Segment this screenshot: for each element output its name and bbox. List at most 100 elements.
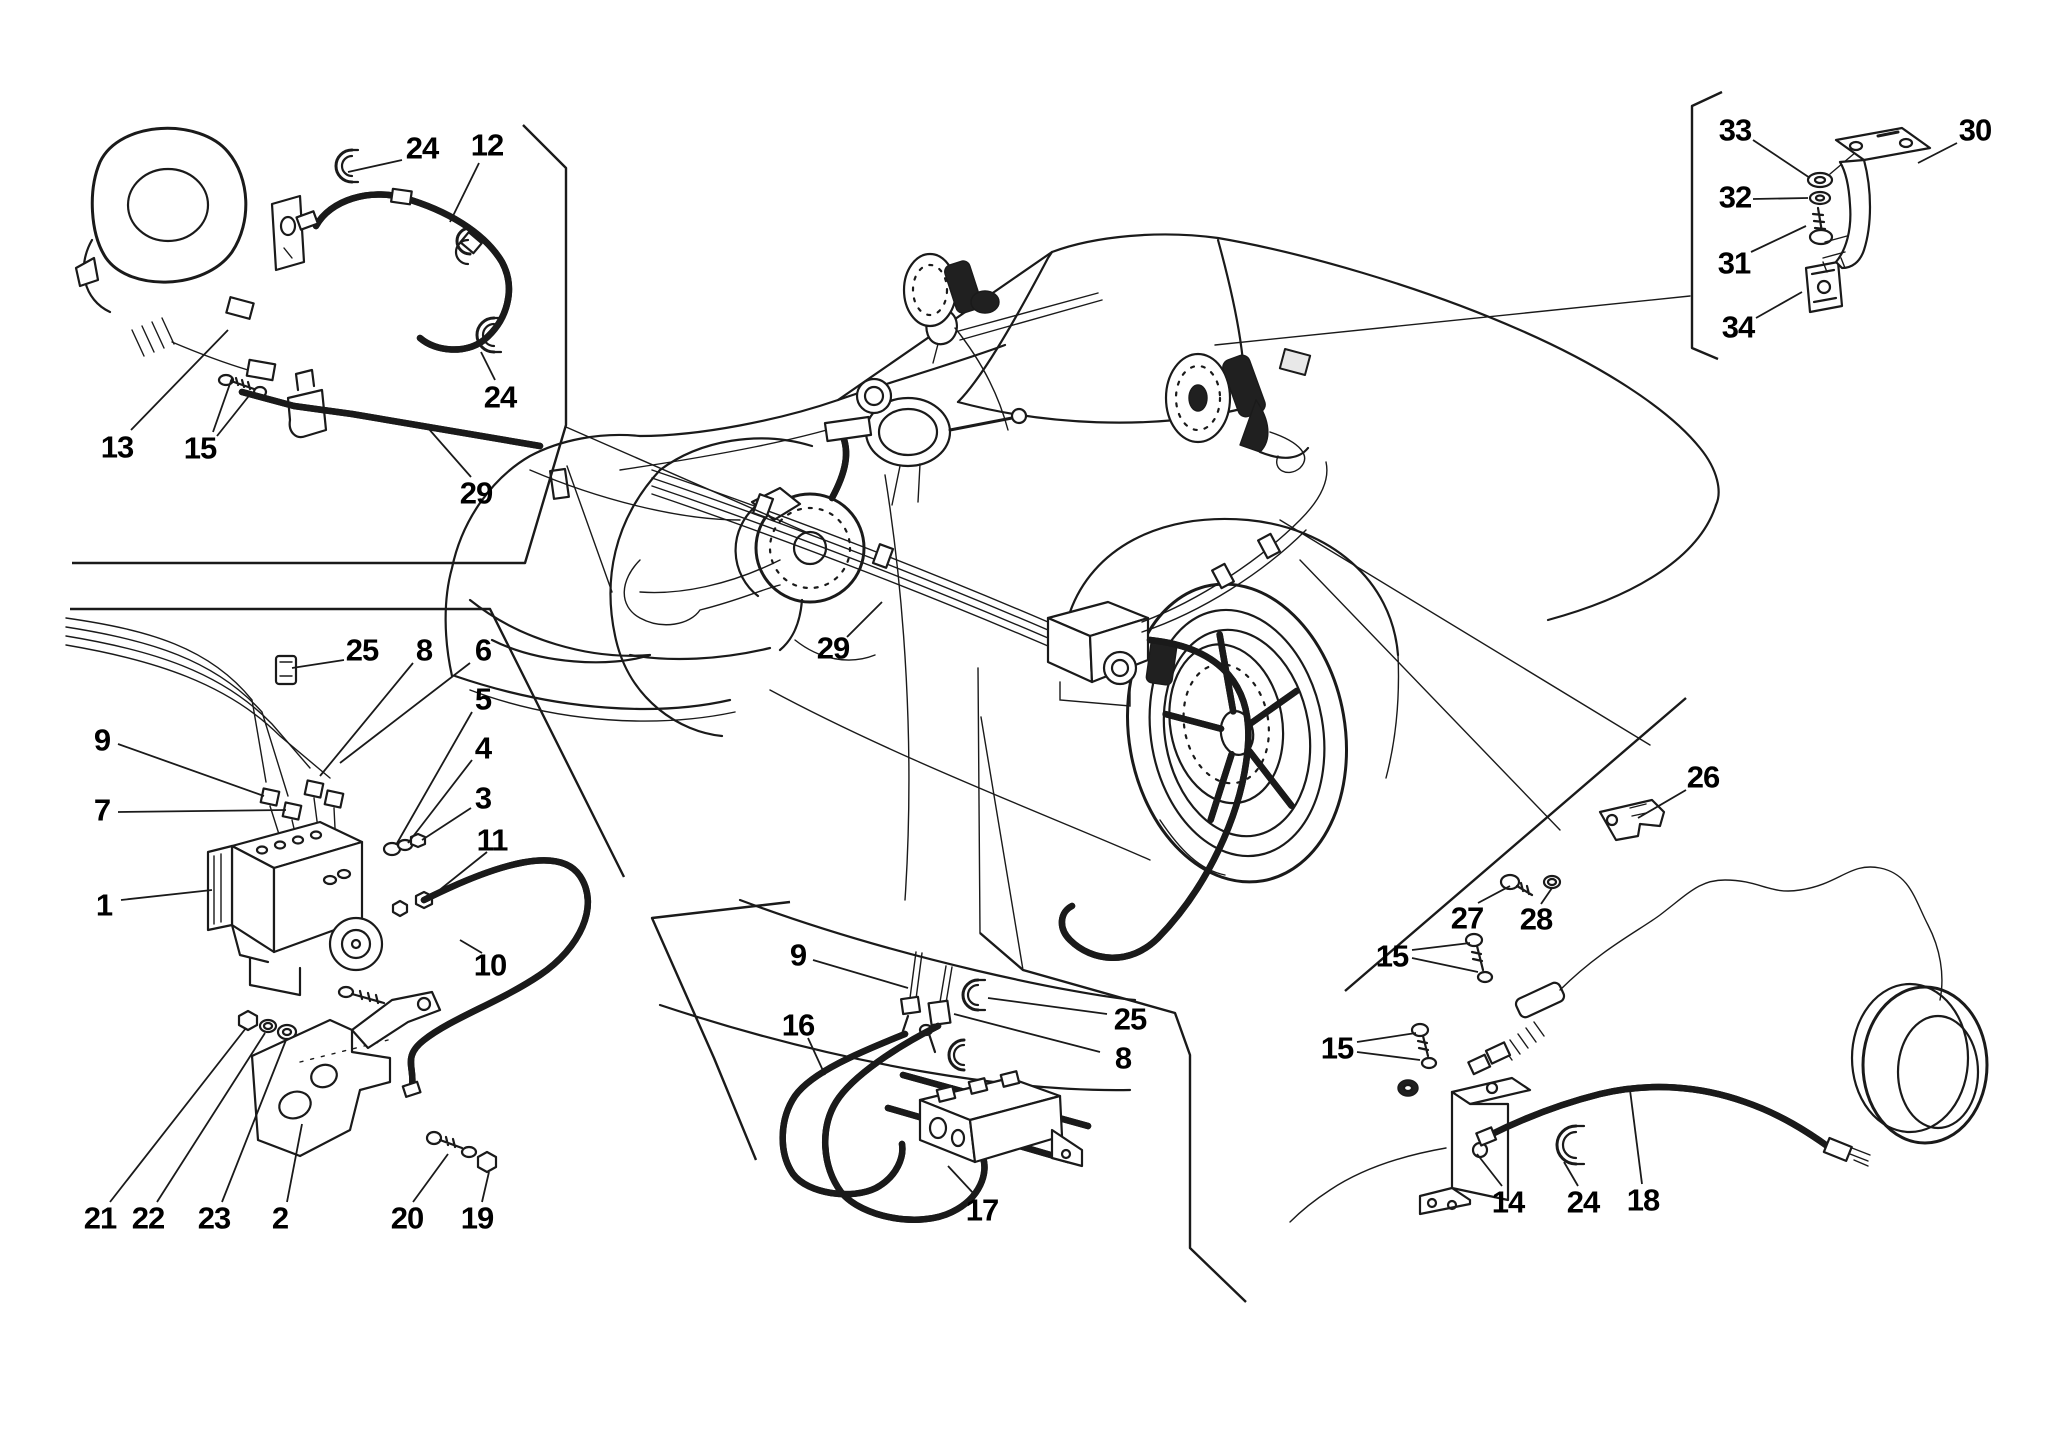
- callout-29: 29: [816, 630, 850, 666]
- inset-pipe-manifold: [783, 951, 1092, 1220]
- callout-28: 28: [1519, 901, 1553, 937]
- leader-line: [449, 162, 480, 223]
- leader-line: [216, 391, 253, 437]
- callout-6: 6: [474, 632, 492, 668]
- callout-25: 25: [1113, 1001, 1147, 1037]
- callout-24: 24: [405, 130, 439, 166]
- inset-frames: [70, 90, 1723, 1303]
- leader-line: [846, 601, 883, 638]
- callout-1: 1: [95, 887, 113, 923]
- callout-20: 20: [390, 1200, 424, 1236]
- callout-33: 33: [1718, 112, 1752, 148]
- callout-29: 29: [459, 475, 493, 511]
- leader-line: [1540, 887, 1553, 905]
- callout-16: 16: [781, 1007, 815, 1043]
- inset-abs-exploded: [65, 617, 588, 1098]
- leader-line: [947, 1165, 975, 1195]
- leader-lines: [109, 139, 1958, 1203]
- callout-19: 19: [460, 1200, 494, 1236]
- callout-23: 23: [197, 1200, 231, 1236]
- leader-line: [1477, 885, 1511, 904]
- leader-line: [117, 809, 287, 813]
- inset-bracket-fasteners: [1804, 126, 1932, 314]
- leader-line: [1356, 1051, 1421, 1061]
- callout-3: 3: [474, 780, 492, 816]
- leader-line: [130, 329, 229, 431]
- callout-5: 5: [474, 681, 492, 717]
- leader-line: [319, 662, 414, 777]
- callout-4: 4: [474, 730, 492, 766]
- leader-line: [221, 1039, 287, 1203]
- callout-24: 24: [483, 379, 517, 415]
- abs-module-installed: [1046, 600, 1150, 707]
- callout-30: 30: [1958, 112, 1992, 148]
- leader-line: [1629, 1089, 1643, 1185]
- brake-booster: [823, 377, 1028, 506]
- leader-line: [117, 743, 265, 797]
- callout-15: 15: [1375, 938, 1409, 974]
- callout-10: 10: [473, 947, 507, 983]
- callout-14: 14: [1491, 1184, 1525, 1220]
- callout-24: 24: [1566, 1184, 1600, 1220]
- leader-line: [481, 1171, 490, 1203]
- callout-25: 25: [345, 632, 379, 668]
- inset-rear-sensor-hose: [1289, 798, 1989, 1223]
- inset-wheelarch-hoses: [74, 126, 544, 450]
- callout-26: 26: [1686, 759, 1720, 795]
- brake-pipes-car: [623, 461, 1328, 958]
- car-outline: [444, 233, 1720, 1092]
- leader-line: [109, 1027, 247, 1203]
- inset-mounting-bracket: [237, 985, 498, 1174]
- leader-line: [431, 851, 488, 897]
- leader-line: [395, 711, 473, 846]
- leader-line: [480, 351, 496, 381]
- leader-line: [1755, 291, 1803, 319]
- leader-line: [339, 662, 471, 764]
- leader-line: [459, 939, 483, 954]
- callout-9: 9: [93, 722, 111, 758]
- callout-11: 11: [476, 822, 509, 858]
- callout-13: 13: [100, 429, 134, 465]
- leader-line: [1476, 1153, 1503, 1187]
- callout-31: 31: [1717, 245, 1751, 281]
- leader-line: [987, 997, 1108, 1015]
- callout-17: 17: [965, 1192, 999, 1228]
- callout-8: 8: [1114, 1040, 1132, 1076]
- leader-line: [1917, 142, 1958, 164]
- callout-15: 15: [1320, 1030, 1354, 1066]
- leader-line: [120, 889, 213, 901]
- callout-32: 32: [1718, 179, 1752, 215]
- leader-line: [1752, 139, 1811, 179]
- leader-line: [1411, 957, 1479, 973]
- leader-line: [1637, 789, 1687, 819]
- front-brake-corner: [628, 430, 876, 661]
- leader-line: [407, 759, 473, 844]
- callout-18: 18: [1626, 1182, 1660, 1218]
- leader-line: [1752, 197, 1809, 200]
- leader-line: [953, 1013, 1101, 1053]
- callout-8: 8: [415, 632, 433, 668]
- callout-22: 22: [131, 1200, 165, 1236]
- leader-line: [427, 427, 472, 478]
- leader-line: [1750, 225, 1807, 253]
- callout-34: 34: [1721, 309, 1755, 345]
- leader-line: [212, 377, 233, 433]
- leader-line: [812, 959, 909, 989]
- pointer-lines: [565, 295, 1691, 971]
- leader-line: [1563, 1161, 1579, 1187]
- leader-line: [156, 1032, 266, 1203]
- engine-bay-brake-corner: [902, 252, 1009, 431]
- rear-brake-corner: [1164, 347, 1312, 474]
- leader-line: [291, 659, 345, 669]
- callout-21: 21: [83, 1200, 117, 1236]
- leader-line: [1411, 942, 1471, 951]
- leader-line: [412, 1153, 449, 1203]
- leader-line: [347, 159, 403, 173]
- callout-7: 7: [93, 792, 111, 828]
- callout-2: 2: [271, 1200, 289, 1236]
- callout-15: 15: [183, 430, 217, 466]
- leader-line: [286, 1123, 303, 1203]
- leader-line: [1356, 1032, 1417, 1043]
